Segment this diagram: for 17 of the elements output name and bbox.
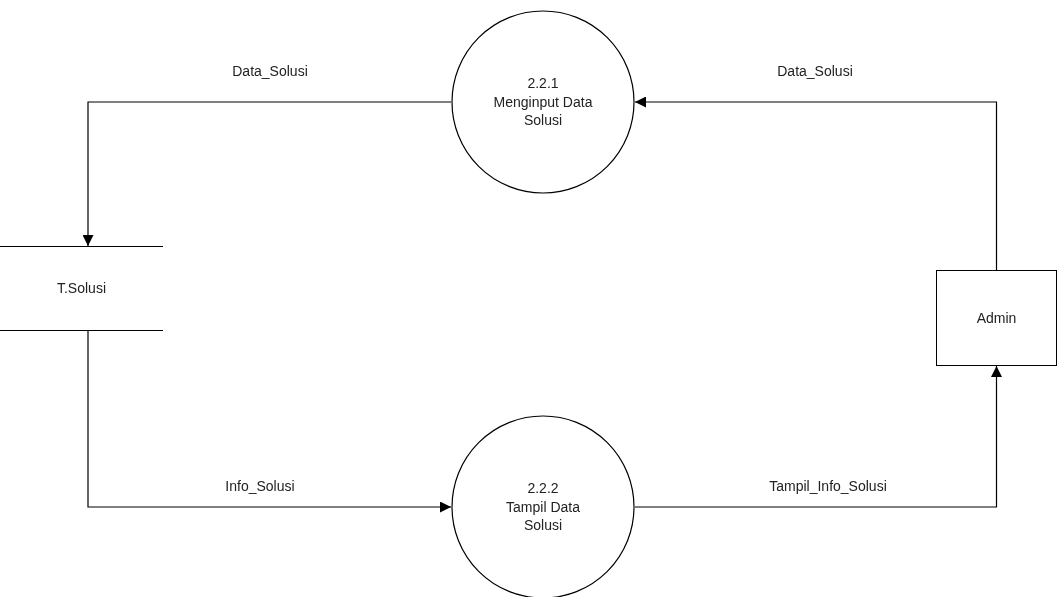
- node-label: Tampil Data Solusi: [505, 497, 581, 536]
- arrow: [87, 330, 452, 513]
- process-number: Admin: [976, 308, 1017, 328]
- edge-label: Tampil_Info_Solusi: [769, 478, 887, 494]
- edge-label: Data_Solusi: [232, 63, 308, 79]
- node-label: T.Solusi: [57, 279, 106, 298]
- external-entity-box: [936, 270, 1057, 366]
- node-label: Menginput Data Solusi: [492, 92, 594, 131]
- process-number: 2.2.2: [527, 478, 559, 498]
- edge-label: Info_Solusi: [225, 478, 295, 494]
- edge-label: Data_Solusi: [777, 63, 853, 79]
- process-number: 2.2.1: [527, 73, 559, 93]
- arrow: [634, 365, 1002, 508]
- arrow: [82, 101, 452, 247]
- data-store: [0, 246, 163, 331]
- process-circle: [451, 10, 635, 194]
- arrow: [634, 96, 998, 271]
